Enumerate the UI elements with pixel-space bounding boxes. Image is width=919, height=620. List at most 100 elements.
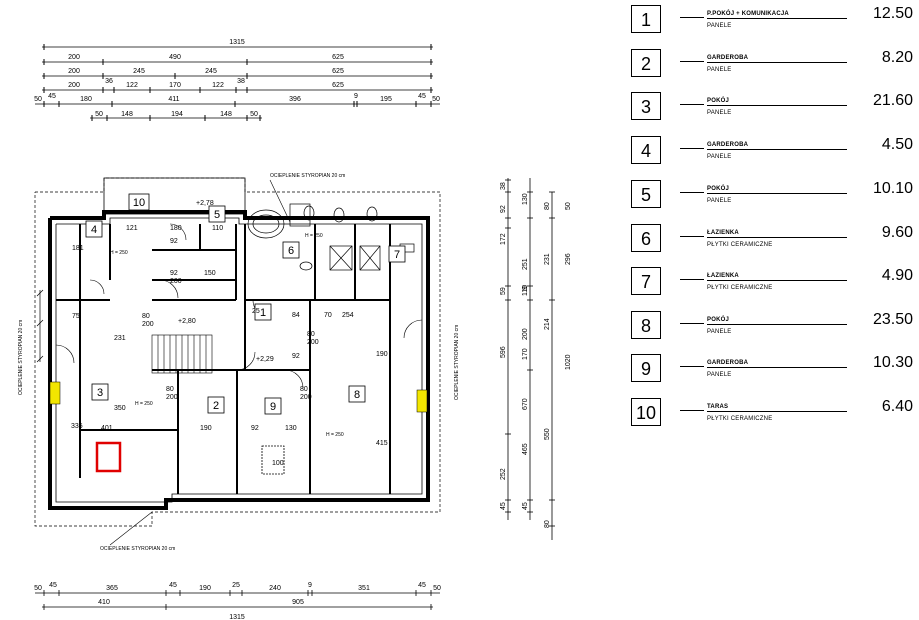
svg-text:45: 45 <box>418 93 426 100</box>
svg-text:596: 596 <box>500 346 507 358</box>
svg-text:H = 250: H = 250 <box>135 401 153 407</box>
svg-text:351: 351 <box>358 585 370 592</box>
svg-text:+2,80: +2,80 <box>178 318 196 325</box>
svg-text:350: 350 <box>114 405 126 412</box>
svg-text:200: 200 <box>68 68 80 75</box>
svg-text:9: 9 <box>308 582 312 589</box>
bottom-dimension-chains <box>35 590 440 610</box>
legend-leader-line <box>680 61 704 62</box>
room-label: 3 <box>97 387 103 399</box>
svg-text:625: 625 <box>332 54 344 61</box>
svg-text:170: 170 <box>522 348 529 360</box>
svg-text:194: 194 <box>171 111 183 118</box>
insulation-outline <box>34 177 441 527</box>
svg-text:245: 245 <box>133 68 145 75</box>
legend-room-finish: PŁYTKI CERAMICZNE <box>707 416 773 422</box>
svg-text:45: 45 <box>500 502 507 510</box>
room-label: 4 <box>91 224 97 236</box>
svg-text:92: 92 <box>251 425 259 432</box>
svg-text:45: 45 <box>169 582 177 589</box>
room-label: 8 <box>354 389 360 401</box>
room-label: 7 <box>394 249 400 261</box>
top-dimension-values: 1315 200 490 625 200 245 245 625 200 36 … <box>34 39 440 118</box>
svg-text:411: 411 <box>168 96 179 103</box>
legend-leader-line <box>680 279 704 280</box>
legend-room-number: 9 <box>631 354 661 382</box>
svg-text:190: 190 <box>199 585 211 592</box>
dim-top-total: 1315 <box>229 39 245 46</box>
svg-text:9: 9 <box>522 286 529 290</box>
svg-text:80: 80 <box>307 331 315 338</box>
legend-room-number: 2 <box>631 49 661 77</box>
svg-text:80: 80 <box>300 386 308 393</box>
svg-text:+2,29: +2,29 <box>256 356 274 363</box>
svg-text:45: 45 <box>49 582 57 589</box>
svg-text:410: 410 <box>98 599 110 606</box>
right-dimension-values: 38 130 92 172 251 110 59 200 596 252 45 … <box>500 182 572 528</box>
svg-text:+2,78: +2,78 <box>196 200 214 207</box>
legend-room-number: 10 <box>631 398 661 426</box>
svg-text:80: 80 <box>166 386 174 393</box>
legend-room-area: 21.60 <box>872 92 913 109</box>
left-edge-dims <box>36 289 44 363</box>
shower-icon <box>289 203 311 227</box>
legend-room-area: 8.20 <box>881 49 913 66</box>
legend-room-number: 7 <box>631 267 661 295</box>
shower-tray-icon <box>329 245 353 271</box>
room-number-boxes <box>85 193 406 415</box>
svg-text:H = 250: H = 250 <box>305 233 323 239</box>
svg-text:396: 396 <box>289 96 301 103</box>
svg-text:148: 148 <box>121 111 133 118</box>
svg-text:200: 200 <box>170 278 182 285</box>
insulation-note-top: OCIEPLENIE STYROPIAN 20 cm <box>270 173 345 179</box>
window-right <box>416 389 428 413</box>
svg-text:75: 75 <box>72 313 80 320</box>
svg-text:401: 401 <box>101 425 113 432</box>
svg-text:148: 148 <box>220 111 232 118</box>
interior-walls <box>56 224 391 494</box>
legend-room-name: GARDEROBA <box>707 142 847 150</box>
legend-room-finish: PŁYTKI CERAMICZNE <box>707 242 773 248</box>
legend-room-finish: PANELE <box>707 372 732 378</box>
legend-room-name: ŁAZIENKA <box>707 230 847 238</box>
svg-text:80: 80 <box>544 520 551 528</box>
svg-text:245: 245 <box>205 68 217 75</box>
legend-room-number: 4 <box>631 136 661 164</box>
svg-text:45: 45 <box>48 93 56 100</box>
legend-leader-line <box>680 17 704 18</box>
room-label: 5 <box>214 209 220 221</box>
svg-text:625: 625 <box>332 68 344 75</box>
svg-text:172: 172 <box>500 233 507 245</box>
legend-leader-line <box>680 148 704 149</box>
svg-text:465: 465 <box>522 443 529 455</box>
legend-room-area: 9.60 <box>881 224 913 241</box>
svg-text:38: 38 <box>237 78 245 85</box>
toilet-icon <box>303 205 315 221</box>
svg-text:50: 50 <box>250 111 258 118</box>
legend-leader-line <box>680 323 704 324</box>
highlight-marker <box>95 441 122 473</box>
legend-room-finish: PANELE <box>707 67 732 73</box>
legend-room-number: 8 <box>631 311 661 339</box>
legend-room-number: 5 <box>631 180 661 208</box>
svg-text:490: 490 <box>169 54 181 61</box>
svg-text:905: 905 <box>292 599 304 606</box>
svg-text:200: 200 <box>300 394 312 401</box>
legend-room-name: GARDEROBA <box>707 55 847 63</box>
chimney <box>261 445 285 475</box>
svg-text:80: 80 <box>142 313 150 320</box>
svg-text:50: 50 <box>95 111 103 118</box>
svg-text:9: 9 <box>354 93 358 100</box>
svg-text:92: 92 <box>170 270 178 277</box>
svg-text:251: 251 <box>522 258 529 270</box>
svg-text:231: 231 <box>544 253 551 265</box>
legend-room-finish: PANELE <box>707 154 732 160</box>
svg-text:181: 181 <box>72 245 84 252</box>
room-label: 6 <box>288 245 294 257</box>
top-dimension-chains <box>35 44 440 121</box>
